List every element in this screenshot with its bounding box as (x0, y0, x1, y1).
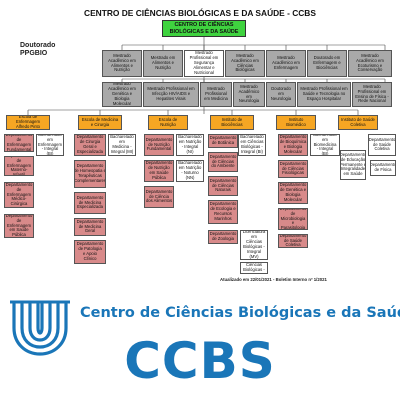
program-node: Mestrado Acadêmico em Alimentos e Nutriç… (102, 50, 142, 77)
department-node: Departamento de Genética e Biologia Mole… (278, 182, 308, 204)
course-node: Departamento de Saúde Coletiva (368, 134, 396, 156)
course-node: Bacharelado em Biomedicina - Integral (B… (310, 134, 340, 156)
doctorate-line2: PPGBIO (20, 50, 48, 57)
school-node: Instituto de Biociências (210, 115, 254, 130)
connector-lines (27, 34, 386, 115)
doctorate-line1: Doutorado (20, 42, 56, 49)
department-node: Departamento de Ciências Naturais (208, 176, 238, 196)
department-node: Departamento de Nutrição Fundamental (144, 134, 174, 156)
program-node: Mestrado Acadêmico em Ciências Biológica… (225, 50, 265, 77)
department-node: Departamento de Bioquímica e Biologia Mo… (278, 134, 308, 156)
department-node: Departamento de Ciência dos Alimentos (144, 186, 174, 208)
program-node: Mestrado Profissional em Ensino de Físic… (352, 82, 392, 107)
department-node: Departamento de Microbiologia e Parasito… (278, 208, 308, 230)
program-node: Mestrado em Alimentos e Nutrição (143, 50, 183, 77)
chart-title: CENTRO DE CIÊNCIAS BIOLÓGICAS E DA SAÚDE… (84, 8, 316, 18)
doctorate-label: Doutorado PPGBIO (20, 42, 55, 58)
department-node: Departamento de Enfermagem Fundamental (4, 134, 34, 152)
school-node: Escola de Enfermagem Alfredo Pinto (6, 115, 50, 130)
brand-name: Centro de Ciências Biológicas e da Saúde (80, 305, 400, 321)
program-node: Mestrado Profissional em Infecção HIV/AI… (143, 82, 199, 107)
department-node: Departamento de Medicina Especializada (74, 192, 106, 214)
department-node: Departamento de Enfermagem Médico-Cirúrg… (4, 182, 34, 208)
department-node: Departamento de Nutrição em Saúde Públic… (144, 160, 174, 182)
course-node: Bacharelado em Medicina - Integral (MI) (108, 134, 136, 156)
department-node: Departamento de Ciências Fisiológicas (278, 160, 308, 178)
department-node: Departamento de Ciências do Ambiente (208, 152, 238, 172)
school-node: Escola de Nutrição (148, 115, 188, 130)
program-node: Mestrado Acadêmico em Genética e Biologi… (102, 82, 142, 107)
course-node: Departamento de Física (370, 160, 396, 176)
course-node: Bacharelado em Nutrição - Noturno (NN) (176, 160, 204, 182)
brand-abbreviation: CCBS (124, 332, 276, 390)
department-node: Departamento de Homeopatia e Terapêutica… (74, 160, 106, 188)
course-node: Licenciatura em Ciências Biológicas - No… (240, 262, 268, 274)
program-node: Mestrado Acadêmico em Enfermagem (266, 50, 306, 77)
school-node: Instituto de Saúde Coletiva (338, 115, 378, 130)
course-node: Departamento de Educação Permanente e In… (340, 150, 366, 180)
department-node: Departamento de Cirurgia Geral e Especia… (74, 134, 106, 156)
department-node: Departamento de Medicina Geral (74, 218, 106, 236)
program-node: Mestrado Acadêmico em Neurologia (233, 82, 265, 107)
course-node: Licenciatura em Ciências Biológicas - In… (240, 230, 268, 260)
department-node: Departamento de Enfermagem em Saúde Públ… (4, 214, 34, 238)
program-node: Doutorado em Enfermagem e Biociências (307, 50, 347, 77)
program-node: Doutorado em Neurologia (266, 82, 296, 107)
department-node: Departamento de Enfermagem Materno-Infan… (4, 156, 34, 176)
program-node: Mestrado Profissional em Saúde e Tecnolo… (297, 82, 351, 107)
department-node: Departamento de Ecologia e Recursos Mari… (208, 200, 238, 224)
department-node: Departamento de Patologia e Apoio Clínic… (74, 240, 106, 264)
school-node: Escola de Medicina e Cirurgia (78, 115, 122, 130)
root-node: CENTRO DE CIÊNCIAS BIOLÓGICAS E DA SAÚDE (162, 20, 246, 37)
course-node: Bacharelado em Nutrição - Integral (NI) (176, 134, 204, 156)
department-node: Departamento de Zoologia (208, 230, 238, 244)
school-node: Instituto Biomédico (276, 115, 316, 130)
department-node: Departamento de Botânica (208, 134, 238, 148)
program-node: Mestrado Profissional em Medicina (200, 82, 232, 107)
course-node: Bacharelado em Enfermagem - Integral (BI… (36, 134, 64, 156)
department-node: Departamento de Saúde Coletiva (278, 234, 308, 248)
course-node: Bacharelado em Ciências Biológicas - Int… (238, 134, 266, 156)
program-node: Mestrado Profissional em Segurança Alime… (184, 50, 224, 77)
unirio-logo-icon (10, 300, 70, 356)
update-note: Atualizado em 22/01/2021 - Boletim Inter… (220, 277, 327, 282)
program-node: Mestrado Acadêmico em Ecoturismo e Conse… (348, 50, 392, 77)
